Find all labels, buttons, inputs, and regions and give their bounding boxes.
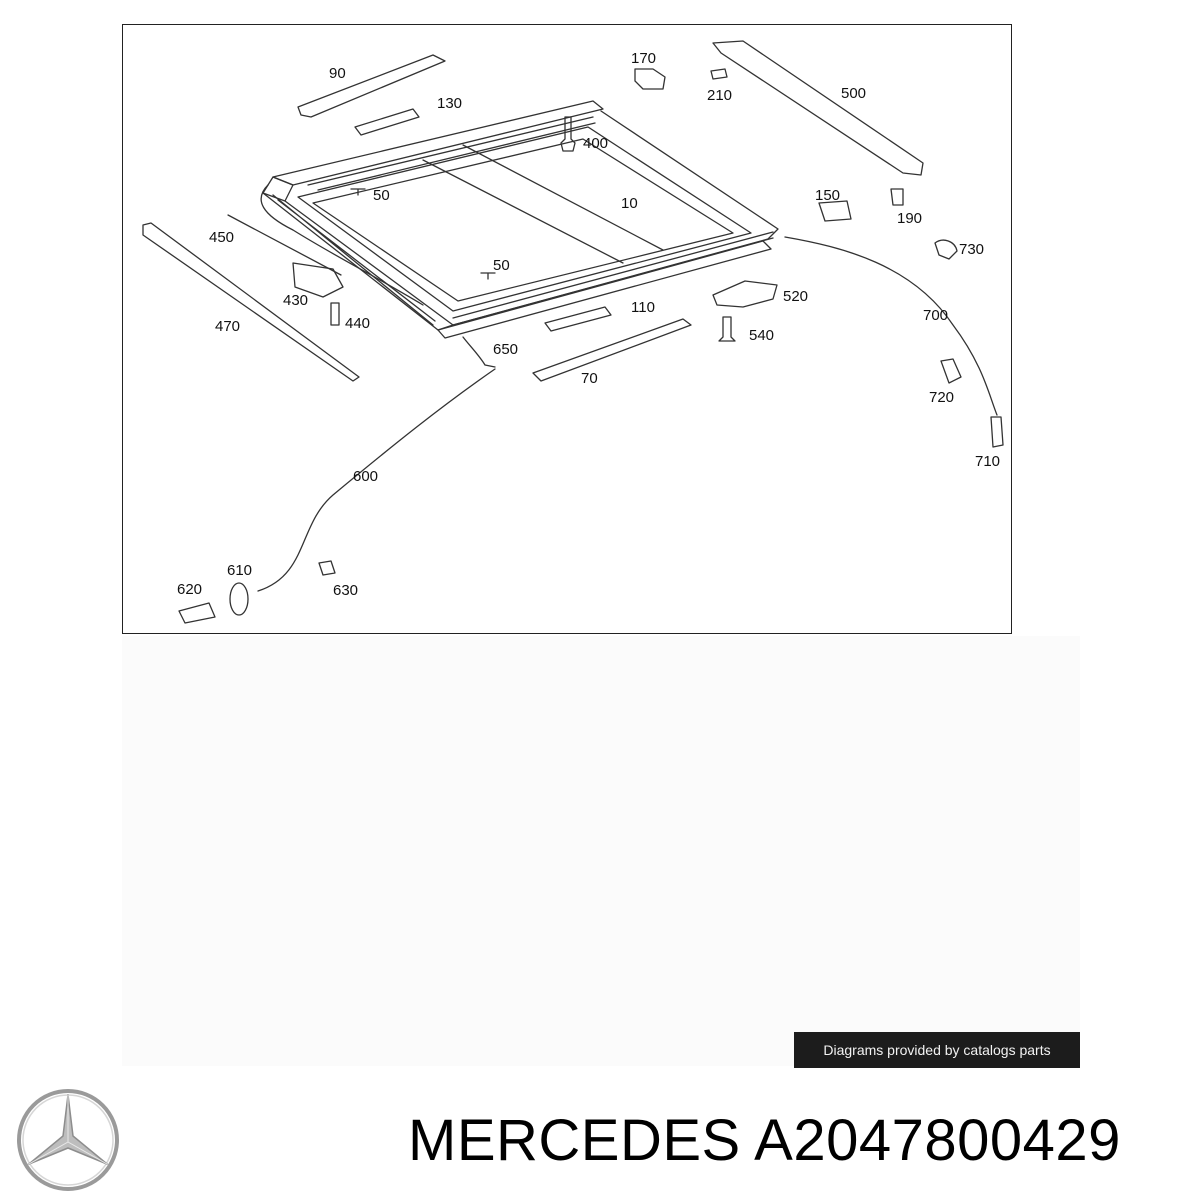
callout-170: 170 bbox=[631, 50, 656, 67]
product-title: MERCEDES A2047800429 bbox=[408, 1108, 1121, 1174]
part-70-drawing bbox=[532, 318, 692, 382]
part-400-drawing bbox=[560, 116, 576, 152]
callout-620: 620 bbox=[177, 581, 202, 598]
callout-10: 10 bbox=[621, 195, 638, 212]
callout-600: 600 bbox=[353, 468, 378, 485]
part-50b-drawing bbox=[480, 272, 496, 280]
part-210-drawing bbox=[710, 68, 728, 80]
callout-50-top: 50 bbox=[373, 187, 390, 204]
brand-name: MERCEDES bbox=[408, 1108, 741, 1173]
part-430-drawing bbox=[292, 262, 344, 298]
callout-440: 440 bbox=[345, 315, 370, 332]
callout-700: 700 bbox=[923, 307, 948, 324]
part-470-drawing bbox=[142, 222, 360, 382]
part-450-drawing bbox=[227, 214, 342, 276]
callout-150: 150 bbox=[815, 187, 840, 204]
callout-430: 430 bbox=[283, 292, 308, 309]
part-620-drawing bbox=[178, 602, 216, 624]
sunroof-exploded-view: 90 130 170 210 500 400 50 10 150 190 450… bbox=[142, 40, 1004, 624]
callout-110: 110 bbox=[631, 299, 655, 316]
callout-470: 470 bbox=[215, 318, 240, 335]
part-700-drawing bbox=[784, 236, 998, 416]
callout-650: 650 bbox=[493, 341, 518, 358]
callout-130: 130 bbox=[437, 95, 462, 112]
part-130-drawing bbox=[354, 108, 420, 136]
callout-730: 730 bbox=[959, 241, 984, 258]
part-710-drawing bbox=[990, 416, 1004, 448]
watermark-label: Diagrams provided by catalogs parts bbox=[794, 1032, 1080, 1068]
sunroof-frame-drawing bbox=[260, 100, 779, 339]
callout-90: 90 bbox=[329, 65, 346, 82]
part-540-drawing bbox=[718, 316, 736, 342]
callout-610: 610 bbox=[227, 562, 252, 579]
callout-210: 210 bbox=[707, 87, 732, 104]
part-520-drawing bbox=[712, 280, 778, 308]
part-150-drawing bbox=[818, 200, 852, 222]
diagram-background-area bbox=[122, 636, 1080, 1066]
callout-720: 720 bbox=[929, 389, 954, 406]
part-number: A2047800429 bbox=[754, 1108, 1121, 1173]
callout-520: 520 bbox=[783, 288, 808, 305]
part-630-drawing bbox=[318, 560, 336, 576]
callout-630: 630 bbox=[333, 582, 358, 599]
callout-400: 400 bbox=[583, 135, 608, 152]
part-90-drawing bbox=[297, 54, 446, 118]
callout-500: 500 bbox=[841, 85, 866, 102]
callout-190: 190 bbox=[897, 210, 922, 227]
part-440-drawing bbox=[330, 302, 340, 326]
parts-diagram: 90 130 170 210 500 400 50 10 150 190 450… bbox=[122, 24, 1012, 634]
callout-50-mid: 50 bbox=[493, 257, 510, 274]
callout-540: 540 bbox=[749, 327, 774, 344]
part-720-drawing bbox=[940, 358, 962, 384]
part-110-drawing bbox=[544, 306, 612, 332]
part-730-drawing bbox=[934, 239, 958, 260]
part-500-drawing bbox=[712, 40, 924, 176]
part-170-drawing bbox=[634, 68, 666, 90]
mercedes-star-icon bbox=[17, 1089, 119, 1191]
callout-450: 450 bbox=[209, 229, 234, 246]
part-650-drawing bbox=[462, 336, 496, 368]
part-610-drawing bbox=[229, 582, 249, 616]
callout-labels: 90 130 170 210 500 400 50 10 150 190 450… bbox=[177, 50, 1000, 599]
callout-70: 70 bbox=[581, 370, 598, 387]
part-50a-drawing bbox=[350, 188, 366, 196]
part-190-drawing bbox=[890, 188, 904, 206]
callout-710: 710 bbox=[975, 453, 1000, 470]
part-600-drawing bbox=[257, 368, 496, 592]
